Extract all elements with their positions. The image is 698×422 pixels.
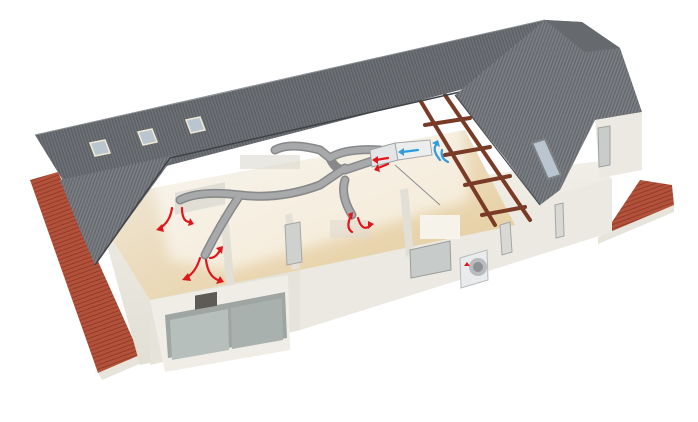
- supply-airflow-arrows: [156, 156, 390, 284]
- supply-outlet-center: [347, 212, 374, 234]
- supply-outlet-left: [156, 206, 194, 232]
- supply-outlet-living: [182, 246, 224, 284]
- skylight-right: [530, 137, 563, 181]
- roof-right: [454, 20, 642, 206]
- supply-outlet-duct: [372, 156, 390, 172]
- skylight-2: [136, 128, 159, 146]
- outdoor-ac-unit: [459, 249, 489, 289]
- return-airflow-arrows: [398, 140, 450, 164]
- roof-trusses: [418, 93, 532, 227]
- skylight-1: [88, 139, 112, 157]
- right-tiled-eave: [598, 180, 674, 244]
- roof-left: [34, 19, 555, 266]
- left-tiled-verandah: [30, 172, 144, 380]
- skylight-3: [184, 116, 207, 134]
- front-windows: [284, 202, 565, 279]
- front-bay-window: [150, 275, 290, 372]
- ductwork: [175, 141, 385, 260]
- skylights-left: [88, 116, 207, 157]
